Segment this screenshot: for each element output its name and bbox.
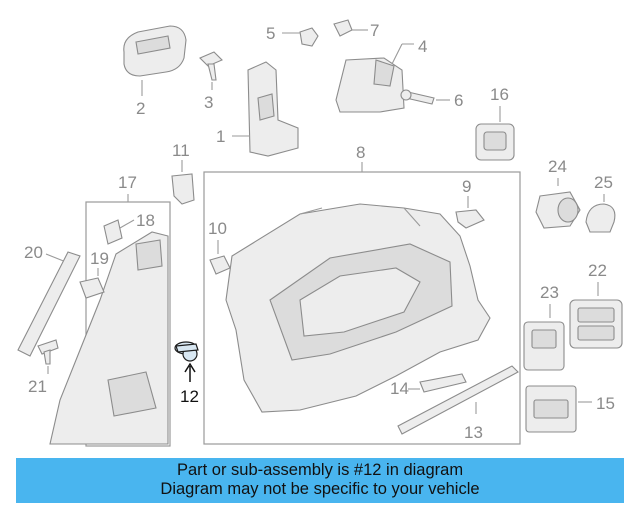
part-1-shape[interactable]: [247, 61, 299, 157]
callout-9[interactable]: 9: [462, 177, 471, 196]
banner-line-disclaimer: Diagram may not be specific to your vehi…: [160, 480, 480, 498]
callout-11[interactable]: 11: [172, 141, 190, 160]
leader-20: [45, 253, 67, 263]
part-21-shape[interactable]: [37, 339, 59, 365]
callout-12[interactable]: 12: [180, 387, 199, 406]
part-4-shape[interactable]: [335, 57, 405, 113]
callout-23[interactable]: 23: [540, 283, 559, 302]
part-2-shape[interactable]: [123, 25, 187, 77]
part-8-shape[interactable]: [225, 203, 491, 413]
part-18-shape[interactable]: [103, 219, 123, 245]
part-13-shape[interactable]: [397, 365, 519, 435]
part-17-group-box: [85, 201, 171, 447]
callout-8[interactable]: 8: [356, 143, 365, 162]
leader-4: [391, 43, 414, 65]
callout-5[interactable]: 5: [266, 24, 275, 43]
callout-14[interactable]: 14: [390, 379, 409, 398]
callout-24[interactable]: 24: [548, 157, 567, 176]
info-banner: Part or sub-assembly is #12 in diagram D…: [16, 458, 624, 503]
part-5-shape[interactable]: [299, 27, 319, 47]
part-22-shape[interactable]: [569, 299, 623, 349]
leader-12-arrow: [184, 362, 196, 382]
part-12-shape[interactable]: [174, 341, 199, 362]
callout-16[interactable]: 16: [490, 85, 509, 104]
callout-3[interactable]: 3: [204, 93, 213, 112]
callout-2[interactable]: 2: [136, 99, 145, 118]
part-20-shape[interactable]: [17, 251, 81, 357]
part-8-group-box: [203, 171, 521, 445]
part-9-shape[interactable]: [455, 209, 485, 229]
part-7-shape[interactable]: [333, 19, 353, 37]
callout-10[interactable]: 10: [208, 219, 227, 238]
leader-18: [119, 219, 135, 229]
callout-18[interactable]: 18: [136, 211, 155, 230]
part-23-shape[interactable]: [523, 321, 565, 371]
banner-line-part: Part or sub-assembly is #12 in diagram: [176, 461, 464, 479]
callout-21[interactable]: 21: [28, 377, 47, 396]
callout-15[interactable]: 15: [596, 394, 615, 413]
part-17-shape[interactable]: [49, 231, 169, 445]
callout-6[interactable]: 6: [454, 91, 463, 110]
part-16-shape[interactable]: [475, 123, 515, 161]
part-10-shape[interactable]: [209, 255, 231, 275]
part-19-shape[interactable]: [79, 277, 105, 299]
callout-4[interactable]: 4: [418, 37, 427, 56]
callout-1[interactable]: 1: [216, 127, 225, 146]
callout-25[interactable]: 25: [594, 173, 613, 192]
part-24-shape[interactable]: [535, 191, 581, 229]
part-14-shape[interactable]: [419, 373, 467, 393]
part-25-shape[interactable]: [585, 203, 616, 233]
callout-17[interactable]: 17: [118, 173, 137, 192]
callout-7[interactable]: 7: [370, 21, 379, 40]
part-15-shape[interactable]: [525, 385, 577, 433]
callout-19[interactable]: 19: [90, 249, 109, 268]
callout-22[interactable]: 22: [588, 261, 607, 280]
callout-13[interactable]: 13: [464, 423, 483, 442]
part-6-shape[interactable]: [400, 89, 435, 105]
callout-20[interactable]: 20: [24, 243, 43, 262]
part-11-shape[interactable]: [171, 173, 195, 205]
part-3-shape[interactable]: [199, 51, 223, 81]
